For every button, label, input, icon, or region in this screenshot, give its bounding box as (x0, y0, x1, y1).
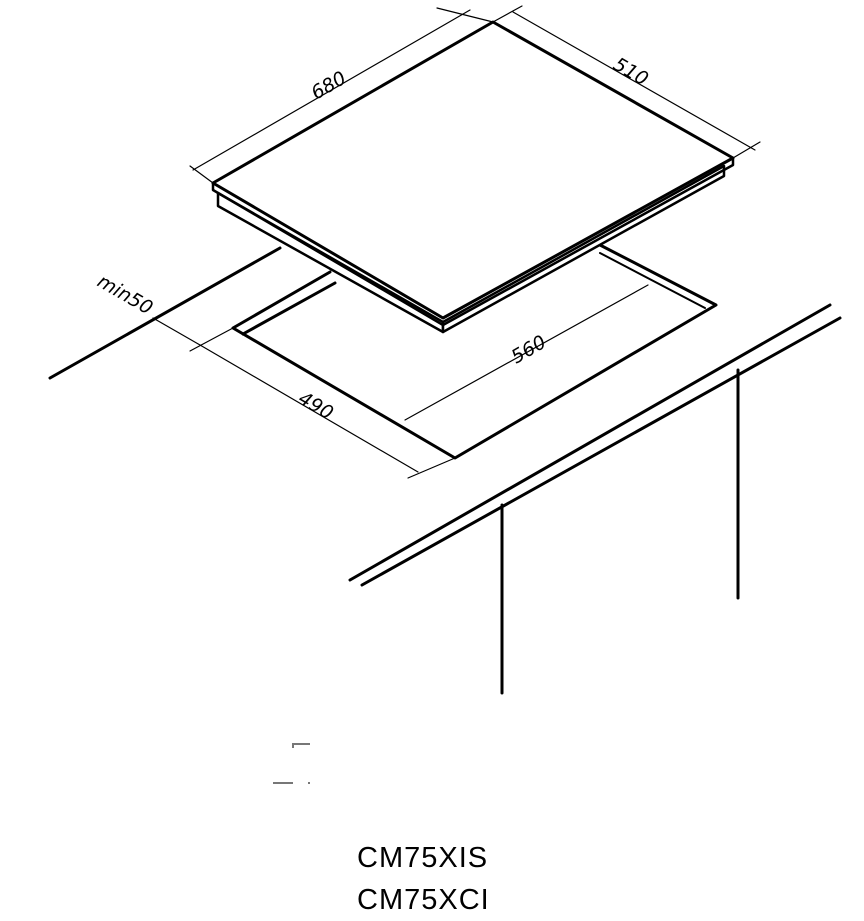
counter-front-edge-lower (360, 316, 842, 587)
dim-min50: min50 (94, 270, 157, 319)
model-name-2: CM75XCI (357, 884, 490, 916)
dim-680: 680 (308, 67, 350, 104)
counter-front-edge (348, 303, 832, 582)
hob (211, 20, 735, 334)
dim-490: 490 (295, 387, 337, 424)
model-name-1: CM75XIS (357, 842, 489, 874)
counter-back-edge (48, 246, 282, 380)
dim-560: 560 (508, 331, 550, 368)
dimension-lines (152, 5, 761, 479)
dim-510: 510 (610, 53, 652, 90)
stray-marks (273, 743, 310, 784)
